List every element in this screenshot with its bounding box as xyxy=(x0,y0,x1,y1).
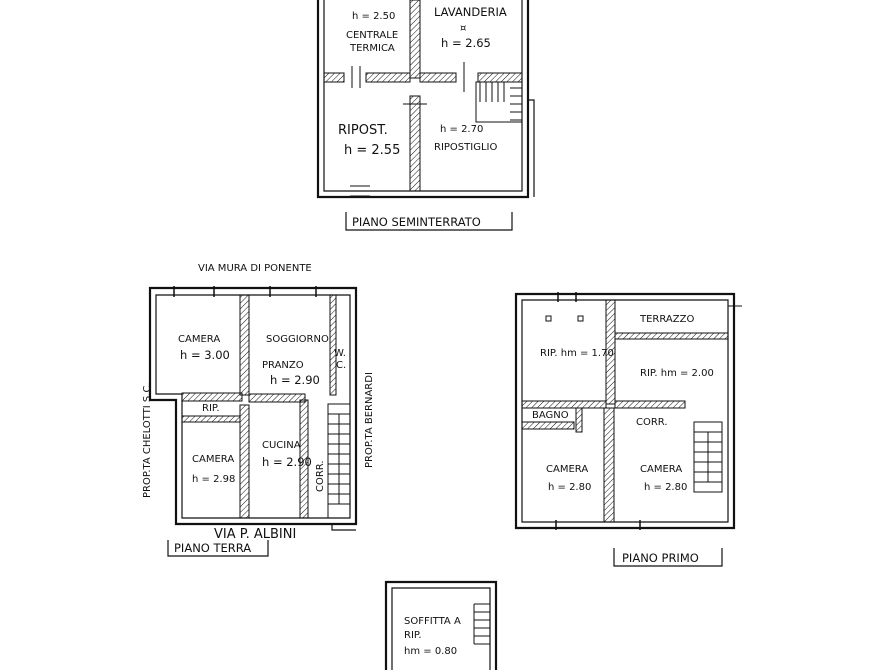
primo-title: PIANO PRIMO xyxy=(622,551,699,565)
ripost-height: h = 2.55 xyxy=(344,143,400,158)
centrale-label-2: TERMICA xyxy=(349,43,395,54)
terrazzo-label: TERRAZZO xyxy=(639,314,694,325)
pranzo-height: h = 2.90 xyxy=(270,373,320,387)
ripostiglio-height: h = 2.70 xyxy=(440,124,483,135)
seminterrato-plan: h = 2.50 CENTRALE TERMICA LAVANDERIA ¤ h… xyxy=(316,0,535,231)
seminterrato-title: PIANO SEMINTERRATO xyxy=(352,215,481,229)
primo-corr-label: CORR. xyxy=(636,417,668,428)
primo-camera2-height: h = 2.80 xyxy=(644,482,687,493)
terra-stairs xyxy=(327,403,351,519)
cucina-height: h = 2.90 xyxy=(262,455,312,469)
terra-rip-label: RIP. xyxy=(202,403,220,414)
centrale-label-1: CENTRALE xyxy=(346,30,398,41)
primo-plan: TERRAZZO RIP. hm = 1.70 RIP. hm = 2.00 B… xyxy=(514,292,742,567)
ripostiglio-label: RIPOSTIGLIO xyxy=(434,142,497,153)
primo-stairs xyxy=(693,421,723,493)
terra-camera2-height: h = 2.98 xyxy=(192,474,235,485)
lavanderia-mark: ¤ xyxy=(460,23,466,34)
primo-camera2-label: CAMERA xyxy=(640,464,682,475)
lavanderia-label: LAVANDERIA xyxy=(434,5,507,19)
street-bottom: VIA P. ALBINI xyxy=(214,527,296,542)
soffitta-label-1: SOFFITTA A xyxy=(404,616,461,627)
street-top: VIA MURA DI PONENTE xyxy=(198,263,312,274)
soffitta-label-2: RIP. xyxy=(404,630,422,641)
lavanderia-height: h = 2.65 xyxy=(441,36,491,50)
terra-plan: VIA MURA DI PONENTE CAMERA h = 3.00 xyxy=(142,263,375,557)
wc-label-2: C. xyxy=(336,360,346,371)
seminterrato-stairs xyxy=(475,81,523,123)
soffitta-height: hm = 0.80 xyxy=(404,646,457,657)
terra-corr-label: CORR. xyxy=(315,460,326,492)
centrale-height: h = 2.50 xyxy=(352,11,395,22)
pranzo-label: PRANZO xyxy=(262,360,304,371)
primo-rip1-label: RIP. hm = 1.70 xyxy=(540,348,614,359)
neighbor-left: PROP.TA CHELOTTI S.C. xyxy=(142,382,153,498)
primo-camera1-height: h = 2.80 xyxy=(548,482,591,493)
cucina-label: CUCINA xyxy=(262,440,301,451)
wc-label-1: W. xyxy=(334,348,346,359)
ripost-label: RIPOST. xyxy=(338,123,388,138)
primo-rip2-label: RIP. hm = 2.00 xyxy=(640,368,714,379)
bagno-label: BAGNO xyxy=(532,410,569,421)
terra-camera2-label: CAMERA xyxy=(192,454,234,465)
soffitta-plan: SOFFITTA A RIP. hm = 0.80 xyxy=(384,580,498,670)
terra-title: PIANO TERRA xyxy=(174,541,251,555)
soggiorno-label: SOGGIORNO xyxy=(266,334,329,345)
terra-camera1-label: CAMERA xyxy=(178,334,220,345)
soffitta-stairs xyxy=(473,603,490,645)
terra-camera1-height: h = 3.00 xyxy=(180,348,230,362)
primo-camera1-label: CAMERA xyxy=(546,464,588,475)
neighbor-right: PROP.TA BERNARDI xyxy=(364,372,375,468)
